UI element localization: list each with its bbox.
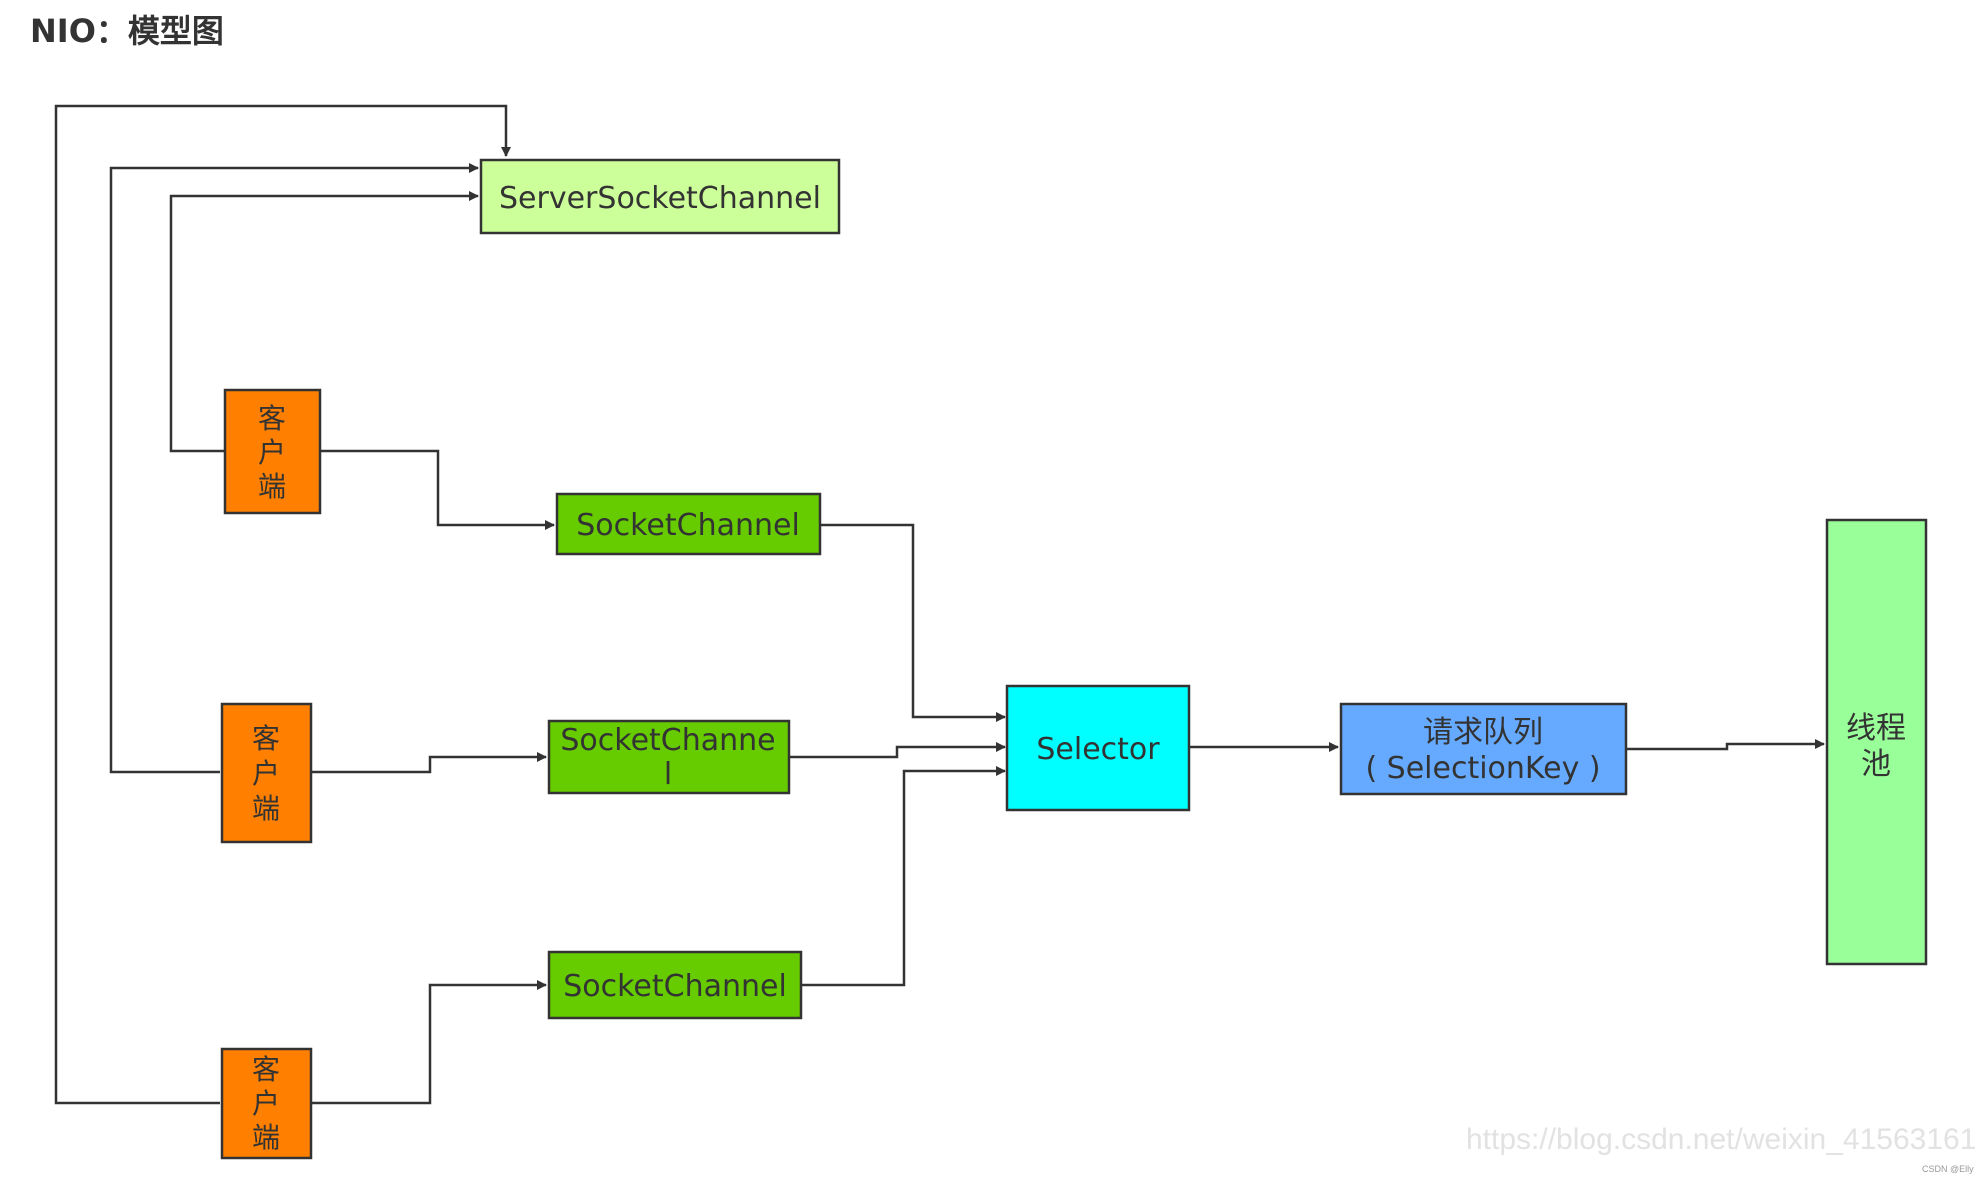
client-3-label-char-1: 客 (252, 1053, 280, 1086)
connector-client3-to-socketchannel3 (310, 980, 547, 1105)
thread-pool-label-line1: 线程 (1846, 711, 1906, 746)
socket-channel-1-label: SocketChannel (576, 508, 800, 543)
server-socket-channel-node: ServerSocketChannel (479, 158, 841, 235)
socket-channel-2-label-line1: SocketChanne (560, 723, 775, 758)
socket-channel-3-label: SocketChannel (563, 969, 787, 1004)
thread-pool-label-line2: 池 (1861, 747, 1891, 782)
socket-channel-2-label-line2: l (664, 757, 672, 792)
client-1-label-char-1: 客 (258, 402, 286, 435)
client-node-2: 客 户 端 (220, 702, 313, 844)
selector-node: Selector (1005, 684, 1191, 812)
connector-client2-to-socketchannel2 (310, 752, 547, 774)
socket-channel-node-2: SocketChanne l (547, 719, 791, 795)
request-queue-node: 请求队列 ( SelectionKey ) (1339, 702, 1628, 796)
connector-client1-to-socketchannel1 (320, 449, 555, 530)
client-2-label-char-2: 户 (252, 757, 280, 790)
connector-queue-to-threadpool (1625, 739, 1825, 751)
client-node-1: 客 户 端 (223, 388, 322, 515)
connector-socketchannel2-to-selector (788, 742, 1006, 759)
socket-channel-node-1: SocketChannel (555, 492, 822, 556)
socket-channel-node-3: SocketChannel (547, 950, 803, 1020)
connector-client3-to-server (54, 104, 511, 1105)
client-2-label-char-3: 端 (252, 792, 280, 825)
connector-socketchannel3-to-selector (800, 766, 1006, 987)
connector-client1-to-server (169, 191, 479, 453)
client-1-label-char-2: 户 (258, 436, 286, 469)
request-queue-label-line2: ( SelectionKey ) (1365, 751, 1600, 786)
diagram-title: NIO：模型图 (30, 12, 224, 50)
client-3-label-char-3: 端 (252, 1121, 280, 1154)
request-queue-label-line1: 请求队列 (1423, 715, 1543, 750)
server-socket-channel-label: ServerSocketChannel (499, 181, 821, 216)
thread-pool-node: 线程 池 (1825, 518, 1928, 966)
client-1-label-char-3: 端 (258, 470, 286, 503)
selector-label: Selector (1036, 732, 1160, 767)
client-3-label-char-2: 户 (252, 1087, 280, 1120)
watermark-csdn: CSDN @Elly (1922, 1164, 1974, 1174)
connector-client2-to-server (109, 163, 479, 774)
watermark-url: https://blog.csdn.net/weixin_41563161 (1466, 1123, 1976, 1156)
client-node-3: 客 户 端 (220, 1047, 313, 1160)
client-2-label-char-1: 客 (252, 722, 280, 755)
connector-socketchannel1-to-selector (820, 523, 1006, 722)
